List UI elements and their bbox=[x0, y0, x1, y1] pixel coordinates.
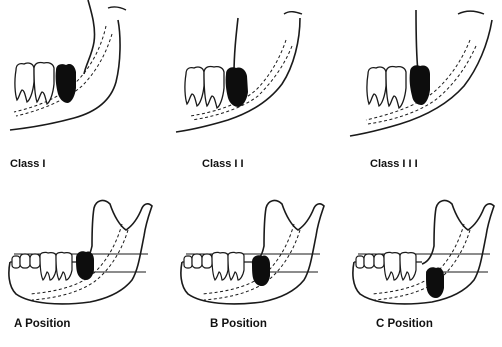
position-c-panel: C Position bbox=[340, 190, 502, 347]
caption-position-b: B Position bbox=[210, 318, 267, 330]
caption-position-a: A Position bbox=[14, 318, 70, 330]
class-3-diagram bbox=[338, 0, 502, 150]
class-1-panel: Class I bbox=[0, 0, 160, 150]
class-2-diagram bbox=[168, 0, 328, 150]
impacted-tooth bbox=[410, 65, 430, 105]
position-a-panel: A Position bbox=[0, 190, 168, 347]
impacted-tooth bbox=[226, 67, 248, 107]
impacted-tooth bbox=[426, 267, 444, 298]
position-b-panel: B Position bbox=[172, 190, 340, 347]
class-1-diagram bbox=[0, 0, 160, 150]
class-2-panel: Class I I bbox=[168, 0, 328, 150]
class-3-panel: Class I I I bbox=[338, 0, 502, 150]
caption-class-3: Class I I I bbox=[370, 158, 418, 170]
impacted-tooth bbox=[76, 251, 94, 280]
caption-position-c: C Position bbox=[376, 318, 433, 330]
impacted-tooth bbox=[56, 64, 76, 103]
impacted-tooth bbox=[252, 255, 270, 286]
caption-class-1: Class I bbox=[10, 158, 45, 170]
caption-class-2: Class I I bbox=[202, 158, 244, 170]
